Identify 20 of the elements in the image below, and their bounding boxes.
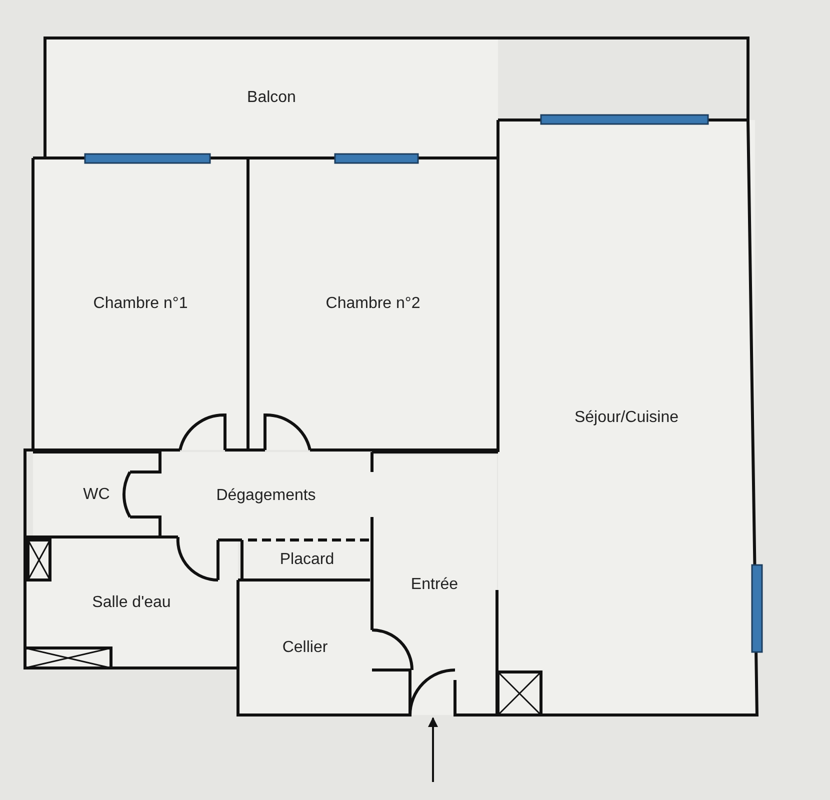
room-area bbox=[33, 158, 248, 450]
room-area bbox=[242, 540, 372, 580]
room-label: Chambre n°2 bbox=[326, 295, 420, 313]
room-area bbox=[372, 455, 497, 715]
room-area bbox=[248, 158, 498, 450]
room-label: Salle d'eau bbox=[92, 594, 171, 612]
room-label: Balcon bbox=[247, 89, 296, 107]
room-area bbox=[45, 38, 498, 158]
room-area bbox=[25, 537, 238, 668]
room-label: WC bbox=[83, 486, 110, 504]
room-label: Dégagements bbox=[216, 487, 316, 505]
entrance-arrow bbox=[428, 717, 438, 782]
room-area bbox=[498, 120, 755, 715]
room-area bbox=[33, 452, 160, 537]
room-label: Chambre n°1 bbox=[93, 295, 188, 313]
room-label: Séjour/Cuisine bbox=[574, 408, 679, 426]
room-area bbox=[238, 580, 372, 715]
room-label: Cellier bbox=[282, 638, 328, 656]
room-label: Entrée bbox=[410, 576, 458, 594]
room-label: Placard bbox=[280, 551, 334, 569]
